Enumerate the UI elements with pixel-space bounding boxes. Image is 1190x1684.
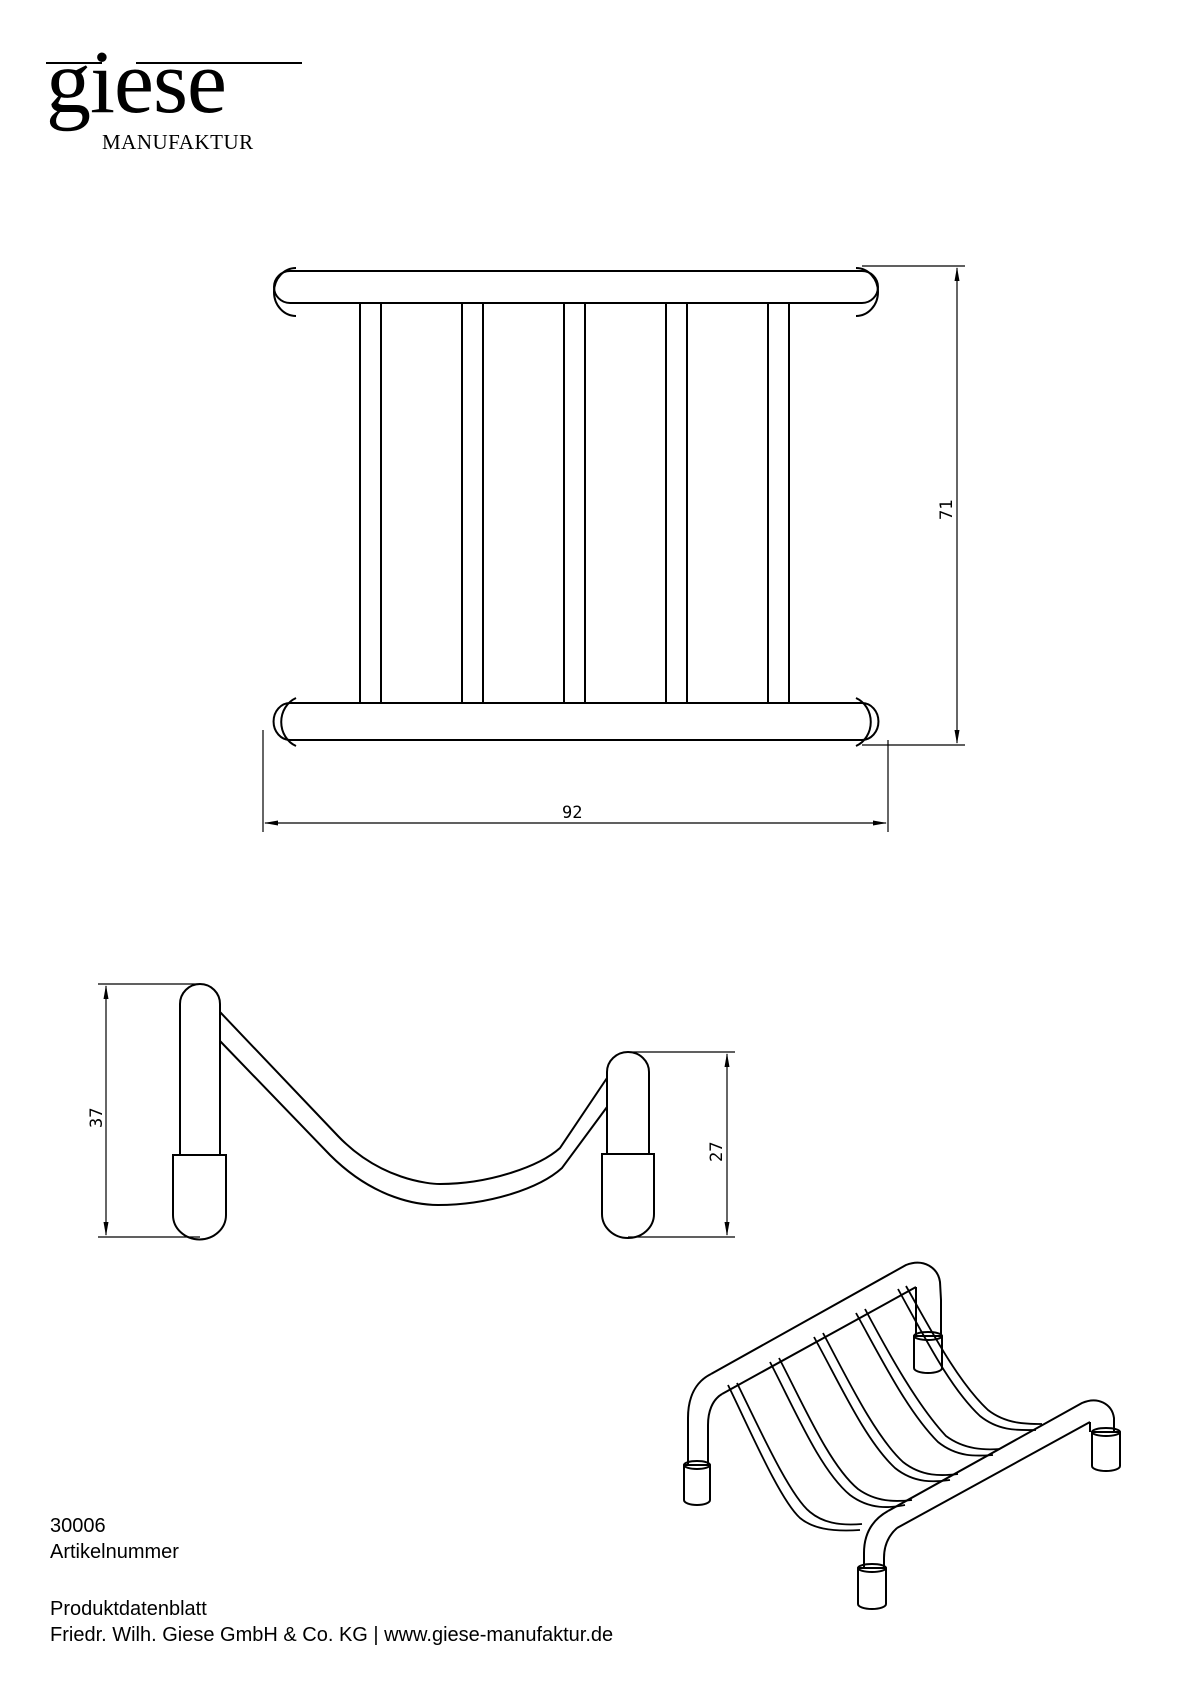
iso-front-left-leg: [863, 1510, 898, 1568]
curved-wire-lower: [219, 1040, 608, 1207]
dim-label-71: 71: [937, 500, 957, 520]
dim-label-92: 92: [562, 803, 582, 823]
iso-back-left-leg: [687, 1373, 723, 1465]
bottom-rail: [272, 697, 880, 747]
top-view: [272, 267, 880, 747]
dim-label-37: 37: [87, 1108, 107, 1128]
left-foot-cap: [172, 1154, 227, 1241]
left-post: [179, 983, 221, 1155]
isometric-view: [683, 1261, 1121, 1610]
dim-label-27: 27: [707, 1142, 727, 1162]
dimension-width-92: [262, 730, 889, 832]
iso-front-right-leg: [1089, 1422, 1091, 1432]
side-view: [172, 983, 655, 1241]
article-number-label: Artikelnummer: [50, 1541, 179, 1563]
article-number: 30006: [50, 1515, 106, 1537]
logo-wordmark: giese: [46, 33, 227, 132]
datasheet-title: Produktdatenblatt: [50, 1598, 207, 1620]
iso-back-right-leg: [915, 1287, 942, 1336]
logo-rule-left: [46, 62, 102, 64]
logo-rule-right: [136, 62, 302, 64]
dimension-height-27: [628, 1051, 735, 1238]
right-foot-cap: [601, 1153, 655, 1239]
dimension-height-37: [98, 983, 200, 1238]
dimension-height-71: [862, 265, 965, 746]
brand-logo: giese MANUFAKTUR: [46, 38, 302, 156]
iso-back-rail: [710, 1261, 942, 1375]
iso-front-rail: [887, 1399, 1115, 1512]
curved-wire-upper: [219, 1011, 608, 1186]
right-post: [606, 1051, 650, 1154]
company-info: Friedr. Wilh. Giese GmbH & Co. KG | www.…: [50, 1624, 614, 1646]
top-rail: [273, 267, 879, 317]
logo-subtitle: MANUFAKTUR: [102, 130, 254, 154]
iso-curved-bars: [727, 1285, 1043, 1532]
vertical-bars: [359, 303, 790, 703]
